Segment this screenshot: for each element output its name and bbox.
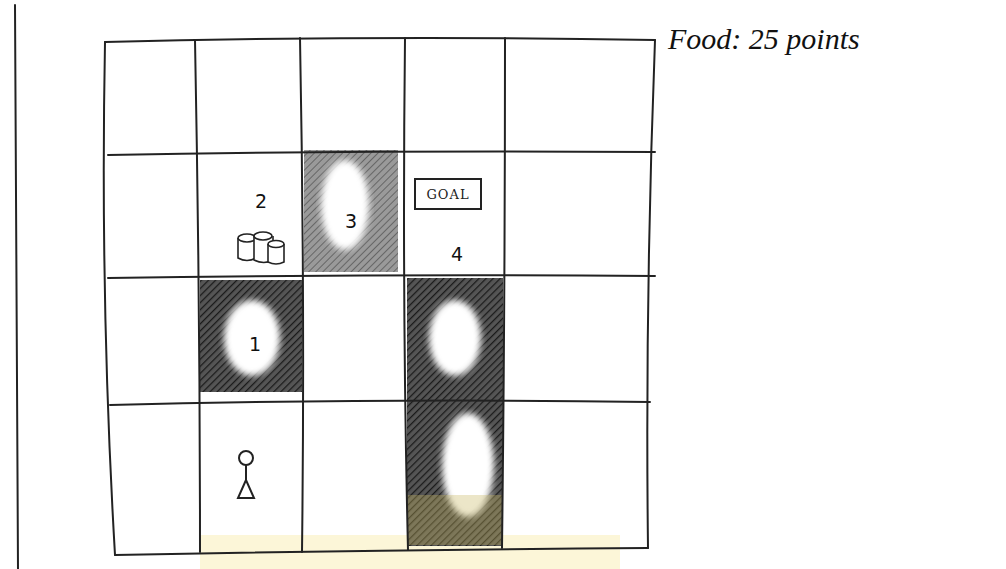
cell-number: 3 xyxy=(345,210,357,232)
cell-number: 2 xyxy=(255,190,267,212)
cell-number: 4 xyxy=(451,243,463,265)
cell-number: 1 xyxy=(249,333,261,355)
grid-lines xyxy=(15,5,655,569)
food-cans xyxy=(238,232,284,264)
food-score-note: Food: 25 points xyxy=(668,22,860,56)
player-figure xyxy=(238,451,254,498)
obstacle-cells xyxy=(200,150,503,546)
goal-text: GOAL xyxy=(426,187,469,202)
goal-box: GOAL xyxy=(414,178,482,210)
